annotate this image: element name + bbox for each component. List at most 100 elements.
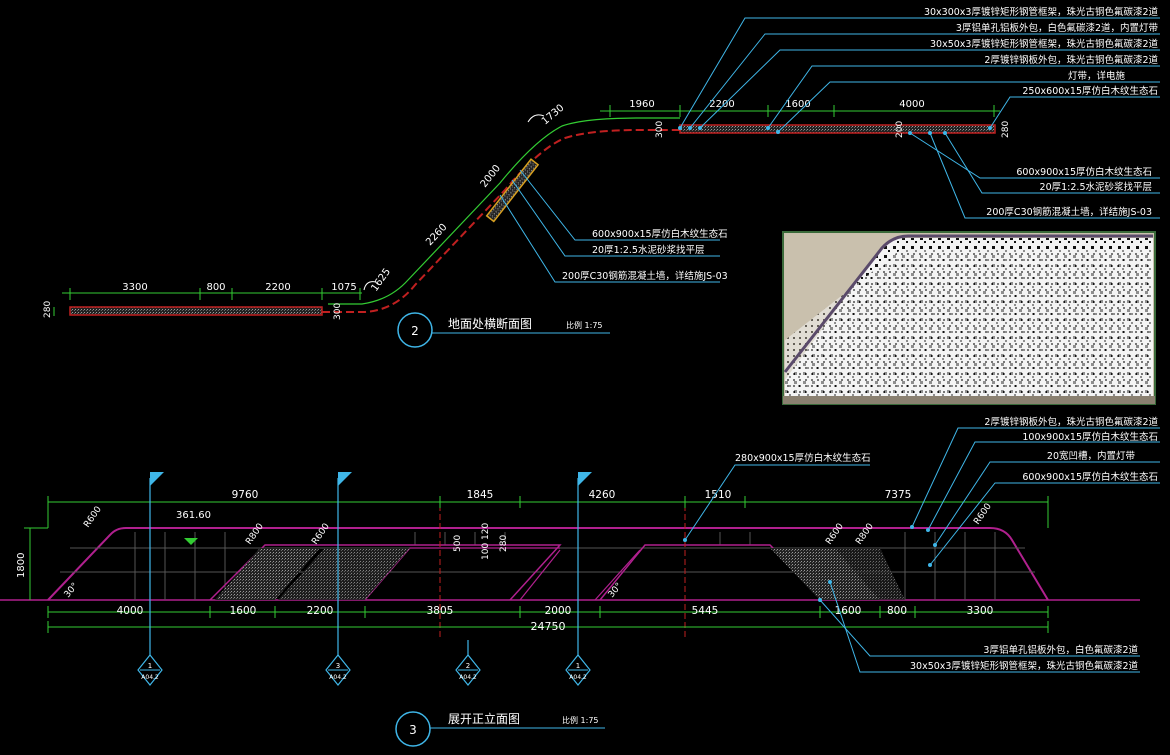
section-marker-4[interactable]: 1 A04.2 (565, 472, 592, 686)
callout-top-3: 30x50x3厚镀锌矩形钢管框架，珠光古铜色氟碳漆2道 (930, 38, 1159, 50)
side-right: 280 (1001, 121, 1011, 138)
dim-top-3: 1600 (785, 99, 810, 110)
elevation-scale: 比例 1:75 (562, 715, 599, 725)
elev-dim-bottom-9: 3300 (967, 605, 994, 617)
radius-1: R600 (82, 505, 104, 530)
radius-4: R600 (824, 522, 846, 547)
elevation-outline (47, 527, 1049, 601)
slab-left (69, 306, 323, 316)
slab-right (679, 124, 996, 134)
dim-slope-2: 2260 (424, 222, 449, 248)
level-value: 361.60 (176, 510, 211, 521)
callout-mid-2: 20厚1:2.5水泥砂浆找平层 (592, 244, 704, 256)
dim-left-4: 1075 (331, 282, 356, 293)
elev-dim-top-3: 4260 (589, 489, 616, 501)
dim-slope-1: 1625 (369, 267, 393, 294)
side-mid-left: 300 (333, 303, 343, 320)
elev-callout-leaders (684, 427, 1160, 673)
elev-dim-top-1: 9760 (232, 489, 259, 501)
elev-callout-bottom-2: 30x50x3厚镀锌矩形钢管框架，珠光古铜色氟碳漆2道 (910, 660, 1139, 672)
elev-dim-bottom-7: 1600 (835, 605, 862, 617)
wedge-line-2 (594, 549, 641, 601)
section-scale: 比例 1:75 (566, 320, 603, 330)
section-marker-1[interactable]: 1 A04.2 (137, 472, 164, 686)
side-mid-right: 300 (655, 121, 665, 138)
dims-left-lines (53, 288, 362, 316)
marker-num-2: 3 (336, 662, 340, 670)
dim-top-4: 4000 (899, 99, 924, 110)
radius-5: R800 (854, 522, 876, 547)
flag-icon (150, 472, 164, 486)
elevation-number-circle (395, 711, 431, 747)
elev-callout-right-4: 600x900x15厚仿白木纹生态石 (1022, 471, 1158, 483)
elev-dim-bottom-3: 2200 (307, 605, 334, 617)
callout-top-2: 3厚铝单孔铝板外包，白色氟碳漆2道，内置灯带 (956, 22, 1159, 34)
dim-left-3: 2200 (265, 282, 290, 293)
elev-callout-right-3: 20宽凹槽，内置灯带 (1047, 450, 1136, 462)
elevation-3: 9760 1845 4260 1510 7375 1800 361.60 R60… (0, 416, 1160, 747)
dim-top-1: 1960 (629, 99, 654, 110)
flag-icon (578, 472, 592, 486)
callout-leaders-mid (499, 169, 720, 283)
callout-right-3: 200厚C30钢筋混凝土墙，详结施JS-03 (986, 206, 1152, 218)
callout-leaders-top (679, 17, 1160, 219)
hatch-panel-1 (215, 548, 320, 600)
radius-2: R800 (244, 522, 266, 547)
section-marker-2[interactable]: 3 A04.2 (325, 472, 352, 686)
arc-mark-bottom (363, 281, 377, 291)
section-centerline (322, 129, 680, 313)
elev-height: 1800 (16, 553, 27, 578)
section-number: 2 (411, 324, 419, 338)
section-number-circle (397, 312, 433, 348)
callout-top-6: 250x600x15厚仿白木纹生态石 (1022, 85, 1158, 97)
angle-1: 30° (63, 581, 81, 600)
marker-num-3: 2 (466, 662, 470, 670)
radius-6: R600 (972, 502, 994, 527)
elev-callout-dots (683, 525, 937, 602)
side-thick: 200 (895, 121, 905, 138)
radius-3: R600 (310, 522, 332, 547)
hatch-panel-2 (278, 548, 410, 600)
dim-top-2: 2200 (709, 99, 734, 110)
elev-callout-right-1: 2厚镀锌钢板外包，珠光古铜色氟碳漆2道 (984, 416, 1158, 428)
callout-mid-1: 600x900x15厚仿白木纹生态石 (592, 228, 728, 240)
elev-dim-bottom-5: 2000 (545, 605, 572, 617)
flag-icon (338, 472, 352, 486)
dim-slope-4: 1730 (540, 103, 567, 128)
elev-total: 24750 (531, 620, 566, 633)
elevation-number: 3 (409, 723, 417, 737)
marker-sheet-2: A04.2 (329, 674, 347, 681)
vert-dim-2: 100 120 (481, 523, 491, 560)
dim-left-1: 3300 (122, 282, 147, 293)
level-marker (184, 538, 198, 545)
elev-dim-bottom-2: 1600 (230, 605, 257, 617)
elev-callout-bottom-1: 3厚铝单孔铝板外包，白色氟碳漆2道 (983, 644, 1138, 656)
section-dim-curve (328, 117, 680, 305)
inner-band-left (209, 544, 562, 601)
marker-num-4: 1 (576, 662, 580, 670)
marker-num-1: 1 (148, 662, 152, 670)
marker-sheet-4: A04.2 (569, 674, 587, 681)
elev-dims-bottom (47, 606, 1049, 633)
callout-dots-top (678, 126, 992, 135)
elev-callout-stone: 280x900x15厚仿白木纹生态石 (735, 452, 871, 464)
hatch-panel-3 (770, 548, 880, 600)
hatch-panel-4 (835, 548, 905, 600)
callout-top-1: 30x300x3厚镀锌矩形钢管框架，珠光古铜色氟碳漆2道 (924, 6, 1159, 18)
callout-top-5: 灯带，详电施 (1068, 70, 1126, 82)
section-marker-3[interactable]: 2 A04.2 (455, 640, 481, 686)
wedge-line-1 (519, 549, 561, 601)
callout-top-4: 2厚镀锌钢板外包，珠光古铜色氟碳漆2道 (984, 54, 1158, 66)
elev-dim-top-5: 7375 (885, 489, 912, 501)
slab-slanted (485, 158, 540, 223)
elev-dims-top (24, 496, 1049, 600)
elev-dim-bottom-4: 3805 (427, 605, 454, 617)
elev-dim-top-4: 1510 (705, 489, 732, 501)
dim-slope-3: 2000 (479, 163, 503, 190)
marker-sheet-3: A04.2 (459, 674, 477, 681)
arc-mark-top (527, 114, 545, 123)
side-left: 280 (43, 301, 53, 318)
elev-callout-right-2: 100x900x15厚仿白木纹生态石 (1022, 431, 1158, 443)
dim-left-2: 800 (206, 282, 225, 293)
